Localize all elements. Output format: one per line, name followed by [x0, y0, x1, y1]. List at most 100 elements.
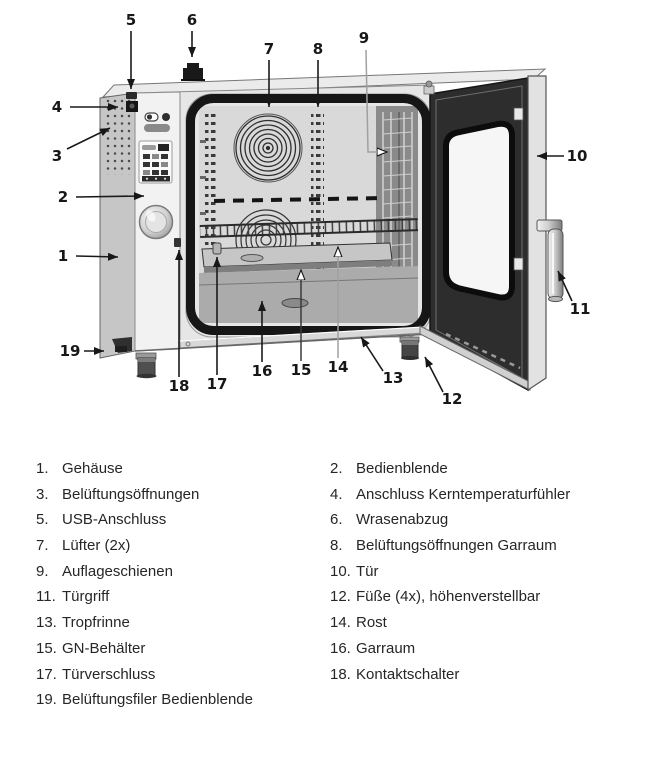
legend-item-num: 2.: [330, 460, 343, 477]
callout-12-num: 12: [442, 390, 463, 408]
control-knob: [138, 204, 174, 240]
callout-13-arrow: [360, 336, 384, 372]
oven-door: [419, 75, 564, 392]
legend-column-left: 1.Gehäuse 3.Belüftungsöffnungen 5.USB-An…: [36, 456, 328, 713]
legend-item: 1.Gehäuse: [36, 456, 328, 482]
legend-item-label: Füße (4x), höhenverstellbar: [356, 588, 541, 606]
callout-14-num: 14: [328, 358, 349, 376]
legend-item-label: Wrasenabzug: [356, 511, 449, 529]
oven-top-face: [101, 68, 547, 98]
callout-12: 12: [424, 356, 463, 408]
legend-item: 8.Belüftungsöffnungen Garraum: [330, 533, 640, 559]
callout-1-arrow: [75, 252, 119, 261]
legend-item: 3.Belüftungsöffnungen: [36, 482, 328, 508]
chamber-dashed-line: [213, 196, 385, 203]
callout-10-num: 10: [567, 147, 588, 165]
callout-1-num: 1: [58, 247, 68, 265]
callout-2-arrow: [75, 192, 145, 201]
callout-3-arrow: [66, 127, 111, 150]
gn-container: [201, 242, 393, 273]
legend-item: 19.Belüftungsfiler Bedienblende: [36, 687, 328, 713]
callout-7: 7: [264, 40, 274, 107]
legend-item: 4.Anschluss Kerntemperaturfühler: [330, 482, 640, 508]
legend-item: 5.USB-Anschluss: [36, 507, 328, 533]
legend-item-num: 12.: [330, 588, 351, 606]
legend-item: 9. Auflageschienen: [36, 559, 328, 585]
door-edge-bar: [527, 75, 547, 392]
cooking-chamber: [185, 93, 432, 338]
door-handle: [536, 219, 564, 303]
callout-19-num: 19: [60, 342, 81, 360]
callout-17: 17: [207, 257, 228, 393]
callout-13-num: 13: [383, 369, 404, 387]
legend-item: 11.Türgriff: [36, 584, 328, 610]
chamber-vent-left: [205, 112, 218, 280]
legend-item: 6. Wrasenabzug: [330, 507, 640, 533]
callout-7-num: 7: [264, 40, 274, 58]
callout-9: 9: [359, 29, 387, 152]
fan-top: [233, 113, 303, 183]
vent-filter: [112, 337, 132, 353]
callout-16-num: 16: [252, 362, 273, 380]
legend-item-num: 1.: [36, 460, 49, 477]
legend-item-label: Auflageschienen: [62, 562, 173, 580]
display-module: [138, 140, 173, 184]
callout-13: 13: [360, 336, 404, 387]
legend-item: 14.Rost: [330, 610, 640, 636]
legend-item-num: 15.: [36, 639, 57, 657]
callout-19: 19: [60, 342, 104, 360]
callout-15: 15: [291, 270, 311, 379]
floor-drain: [281, 298, 309, 308]
legend-item-num: 6.: [330, 511, 343, 529]
legend-item-label: Türgriff: [62, 588, 110, 606]
callout-3-num: 3: [52, 147, 62, 165]
legend-item-label: Türverschluss: [62, 665, 156, 683]
panel-switch-icons: [144, 112, 170, 122]
legend-item: 17. Türverschluss: [36, 662, 328, 688]
legend-item-num: 18.: [330, 665, 351, 683]
callout-4: 4: [52, 98, 118, 116]
callout-8-num: 8: [313, 40, 323, 58]
callout-5: 5: [126, 11, 136, 89]
oven-parts-diagram: 1 2 3 4 5 6 7 8: [52, 11, 591, 408]
callout-18-num: 18: [169, 377, 190, 395]
chamber-floor: [198, 266, 419, 323]
legend-item-num: 10.: [330, 562, 351, 580]
legend-item: 18. Kontaktschalter: [330, 662, 640, 688]
legend-item-label: USB-Anschluss: [62, 511, 167, 529]
display-icons: [143, 154, 168, 175]
callout-2: 2: [58, 188, 145, 206]
wire-rack: [199, 218, 419, 238]
legend-item-num: 19.: [36, 691, 57, 709]
callout-11-arrow: [557, 270, 573, 302]
callout-17-num: 17: [207, 375, 228, 393]
legend-item-label: Bedienblende: [356, 460, 448, 477]
callout-5-num: 5: [126, 11, 136, 29]
legend-item-num: 9.: [36, 562, 49, 580]
callout-16: 16: [252, 301, 273, 380]
legend-item-label: Rost: [356, 614, 387, 632]
door-bottom-vents: [445, 332, 521, 370]
door-latch-top: [513, 107, 524, 121]
foot-right: [399, 336, 420, 360]
legend-item-label: Belüftungsöffnungen Garraum: [356, 537, 557, 555]
legend-item-label: Kontaktschalter: [356, 665, 460, 683]
legend-item: 7.Lüfter (2x): [36, 533, 328, 559]
door-window: [443, 120, 515, 301]
legend-item-num: 17.: [36, 665, 57, 683]
legend-item-num: 13.: [36, 614, 57, 632]
door-lock-pin: [212, 242, 222, 255]
callout-8: 8: [313, 40, 323, 107]
callout-3: 3: [52, 127, 111, 165]
callout-11-num: 11: [570, 300, 591, 318]
legend-item-label: Anschluss Kerntemperaturfühler: [356, 485, 571, 503]
legend-item: 15. GN-Behälter: [36, 636, 328, 662]
legend-item-label: Belüftungsöffnungen: [62, 485, 200, 503]
legend-item-label: GN-Behälter: [62, 639, 146, 657]
callout-6-num: 6: [187, 11, 197, 29]
callout-18: 18: [169, 250, 190, 395]
callout-14: 14: [328, 247, 349, 376]
legend-item-num: 16.: [330, 639, 351, 657]
callout-4-num: 4: [52, 98, 62, 116]
legend-item-label: Tür: [356, 562, 379, 580]
